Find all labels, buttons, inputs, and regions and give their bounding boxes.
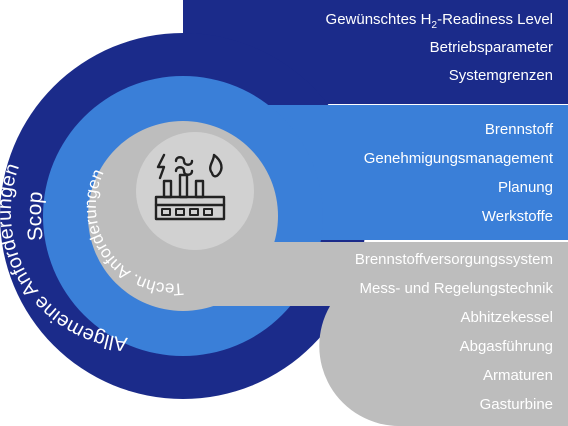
general-item: Planung xyxy=(498,179,553,196)
general-band xyxy=(260,105,568,240)
technical-band xyxy=(183,242,568,426)
technical-item: Armaturen xyxy=(483,367,553,384)
general-item-list: BrennstoffGenehmigungsmanagementPlanungW… xyxy=(364,121,554,225)
technical-item: Gasturbine xyxy=(480,396,553,413)
technical-item: Abhitzekessel xyxy=(460,309,553,326)
technical-item: Mess- und Regelungstechnik xyxy=(360,280,554,297)
scope-item: Systemgrenzen xyxy=(449,67,553,84)
general-item: Werkstoffe xyxy=(482,208,553,225)
scope-item: Betriebsparameter xyxy=(430,39,553,56)
technical-item: Abgasführung xyxy=(460,338,553,355)
scope-item-list: Gewünschtes H2-Readiness LevelBetriebspa… xyxy=(326,11,553,84)
industrial-plant-icon xyxy=(154,153,226,221)
general-item: Brennstoff xyxy=(485,121,554,138)
scope-item: Gewünschtes H2-Readiness Level xyxy=(326,11,553,31)
general-item: Genehmigungsmanagement xyxy=(364,150,554,167)
technical-item: Brennstoffversorgungssystem xyxy=(355,251,553,268)
